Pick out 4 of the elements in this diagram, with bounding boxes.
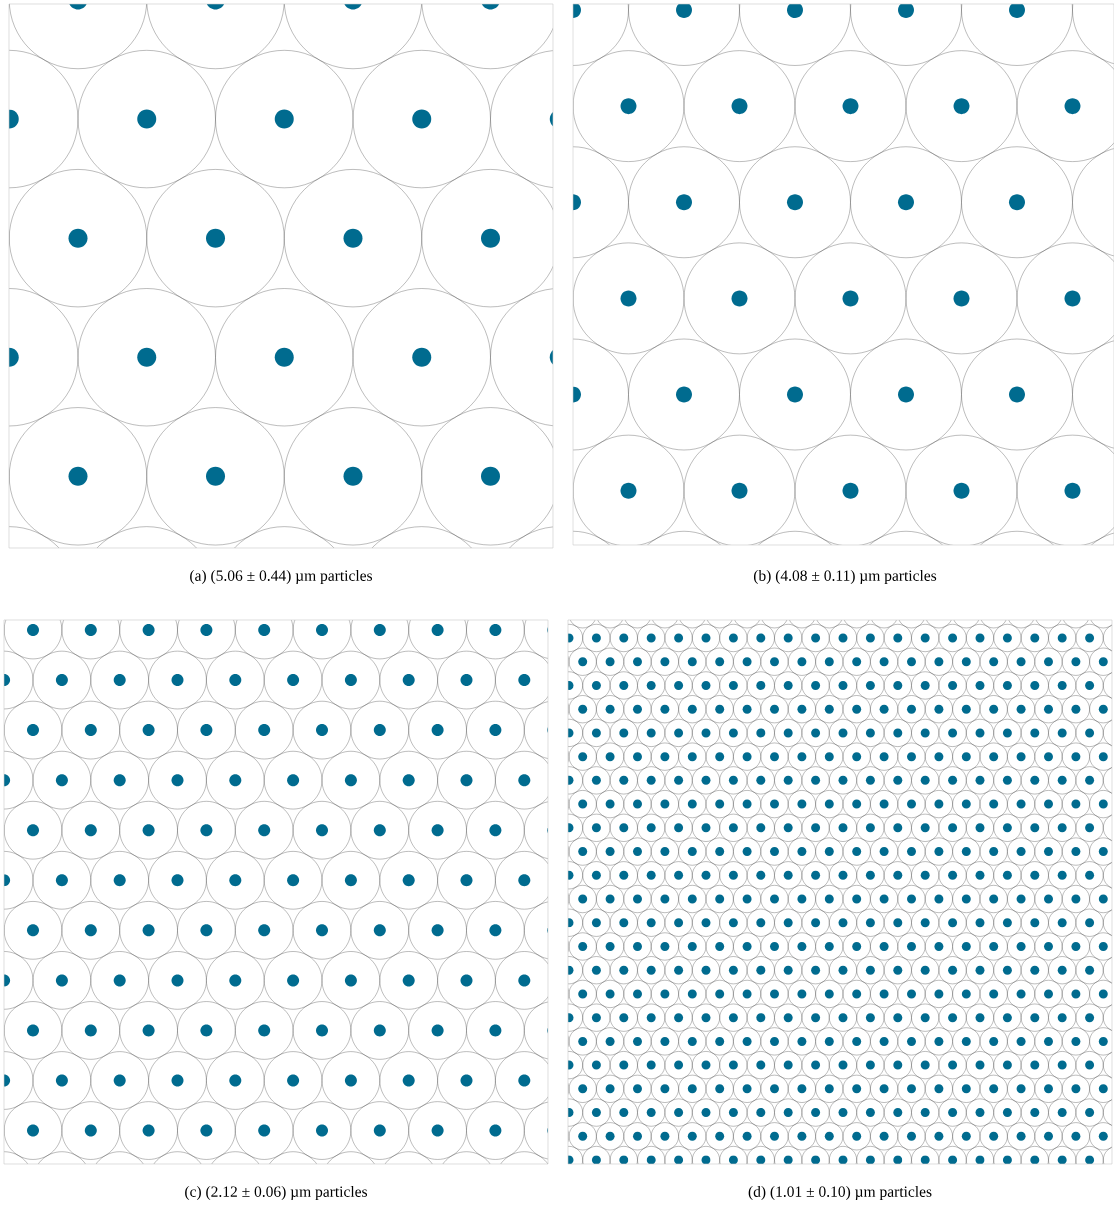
caption: (d) (1.01 ± 0.10) µm particles — [748, 1185, 932, 1200]
caption: (c) (2.12 ± 0.06) µm particles — [185, 1185, 368, 1200]
caption: (b) (4.08 ± 0.11) µm particles — [753, 569, 937, 584]
caption: (a) (5.06 ± 0.44) µm particles — [190, 569, 373, 584]
